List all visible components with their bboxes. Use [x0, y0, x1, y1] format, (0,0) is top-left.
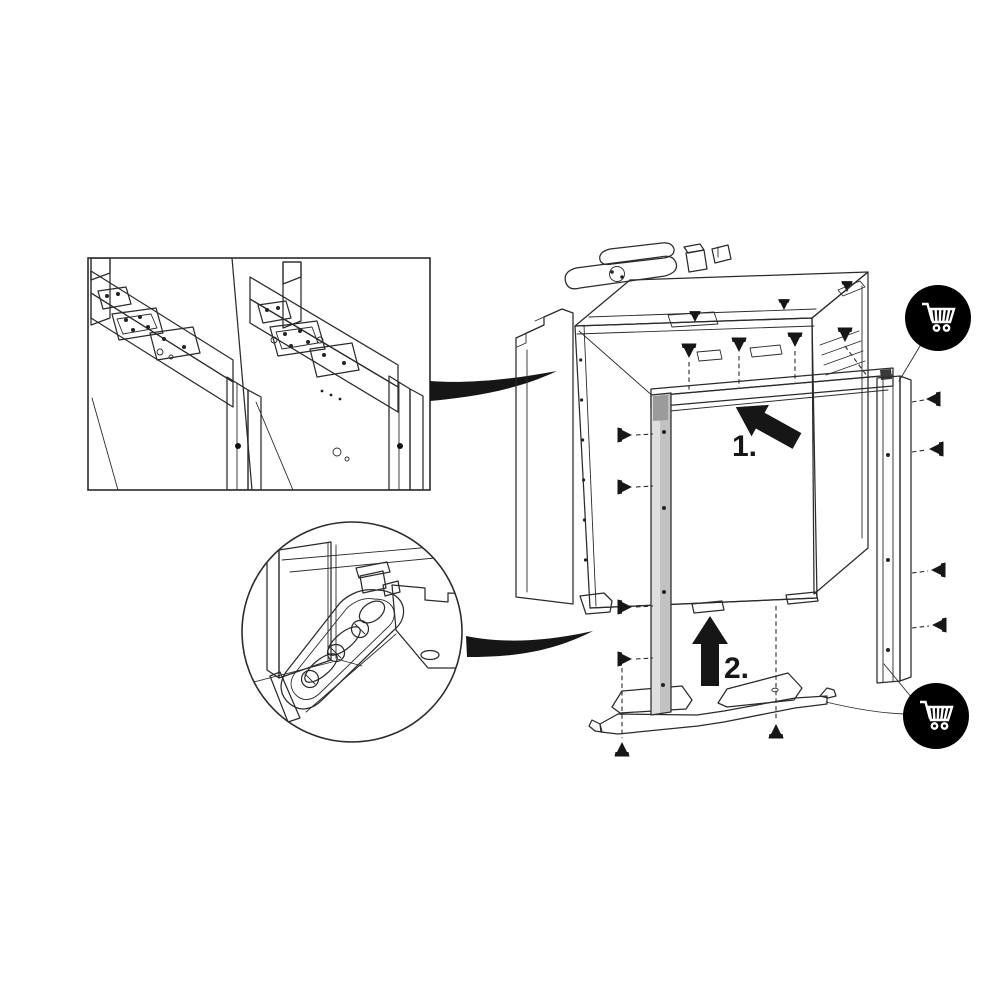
shopping-cart-icon [905, 285, 971, 351]
callout-arrow-top [430, 371, 557, 401]
appliance-front-face [574, 317, 818, 609]
vent-slots [819, 330, 866, 376]
step-1-label: 1. [732, 430, 757, 463]
cart-badge-bottom [825, 663, 969, 749]
step-2-arrow [692, 616, 728, 686]
door-foot-right [785, 591, 819, 605]
slotted-bracket-arm [280, 589, 405, 710]
door-foot-left [691, 600, 725, 614]
step-2-label: 2. [724, 652, 749, 685]
appliance-side-face [811, 271, 869, 595]
cart-badge-top [898, 285, 971, 382]
mounting-screws [614, 327, 947, 757]
top-rail-detail-inset [87, 257, 557, 491]
frame-top-rail [650, 367, 894, 397]
frame-left-rail [650, 392, 672, 716]
frame-right-rail [876, 375, 912, 684]
rail-detail-view-left [90, 258, 262, 490]
compressor-unit [564, 242, 732, 290]
bottom-bracket-detail-inset [241, 521, 593, 743]
rail-detail-view-right [249, 261, 424, 490]
main-illustration: 1. 2. [515, 242, 947, 757]
callout-arrow-bottom [466, 631, 593, 657]
bottom-mounting-bracket [588, 672, 837, 735]
inset-border [87, 257, 431, 491]
mounting-frame [650, 367, 912, 716]
appliance-foot-left [579, 592, 613, 615]
cabinet-wall [515, 308, 574, 605]
shopping-cart-icon [903, 683, 969, 749]
inset-divider-line [231, 258, 253, 490]
front-top-band [696, 344, 783, 362]
inset-circle-border [241, 521, 463, 743]
